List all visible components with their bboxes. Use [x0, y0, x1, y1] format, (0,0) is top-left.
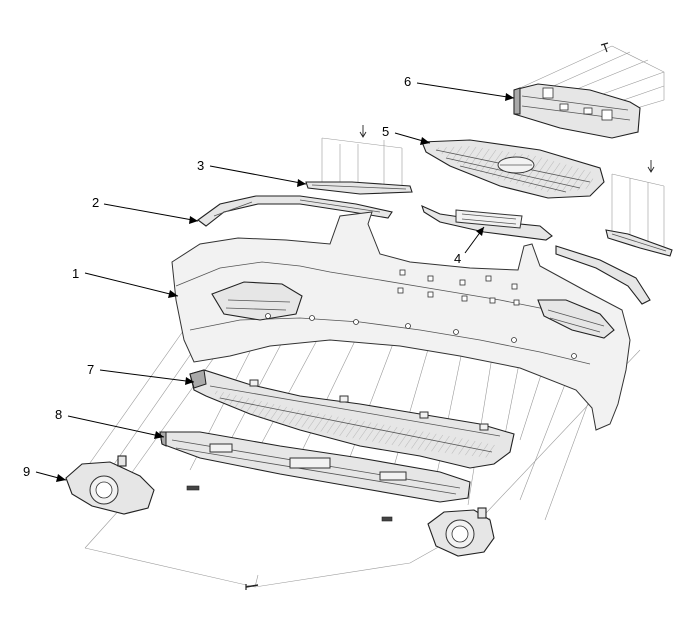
callout-5: 5: [382, 124, 389, 139]
arrow-down-icon-strip-3: [359, 125, 367, 138]
lower-grille: [189, 369, 515, 469]
fasteners: [186, 42, 655, 590]
leader-7: [99, 369, 195, 383]
clip-icon-left: [186, 485, 200, 491]
upper-garnish-right: [555, 245, 651, 305]
callout-3: 3: [197, 158, 204, 173]
callout-labels: 1 2 3 4 5 6 7 8 9: [23, 74, 461, 479]
clip-icon-right: [381, 516, 393, 522]
leader-8: [67, 415, 165, 438]
lower-reinforcement: [159, 431, 471, 503]
leader-2: [103, 203, 199, 222]
callout-9: 9: [23, 464, 30, 479]
leader-6: [416, 82, 515, 99]
center-garnish: [421, 204, 553, 241]
callout-2: 2: [92, 195, 99, 210]
callout-7: 7: [87, 362, 94, 377]
radiator-grille: [421, 139, 605, 199]
leader-1: [84, 272, 179, 297]
fog-lamp-bracket-left: [65, 455, 155, 515]
front-bumper-cover: [171, 211, 631, 431]
bumper-mounting-holes: [265, 269, 577, 359]
screw-icon-top: [600, 42, 609, 53]
arrow-down-icon-right-strip: [647, 160, 655, 173]
license-plate-bracket: [513, 83, 641, 139]
callout-6: 6: [404, 74, 411, 89]
callout-1: 1: [72, 266, 79, 281]
right-moulding-strip: [605, 229, 673, 257]
leader-lines: [35, 82, 515, 482]
screw-icon-bottom: [245, 584, 259, 590]
upper-garnish-left: [197, 195, 393, 227]
fog-lamp-bracket-right: [427, 507, 495, 557]
upper-moulding-strip: [305, 181, 413, 195]
callout-8: 8: [55, 407, 62, 422]
leader-3: [209, 165, 307, 185]
callout-4: 4: [454, 251, 461, 266]
